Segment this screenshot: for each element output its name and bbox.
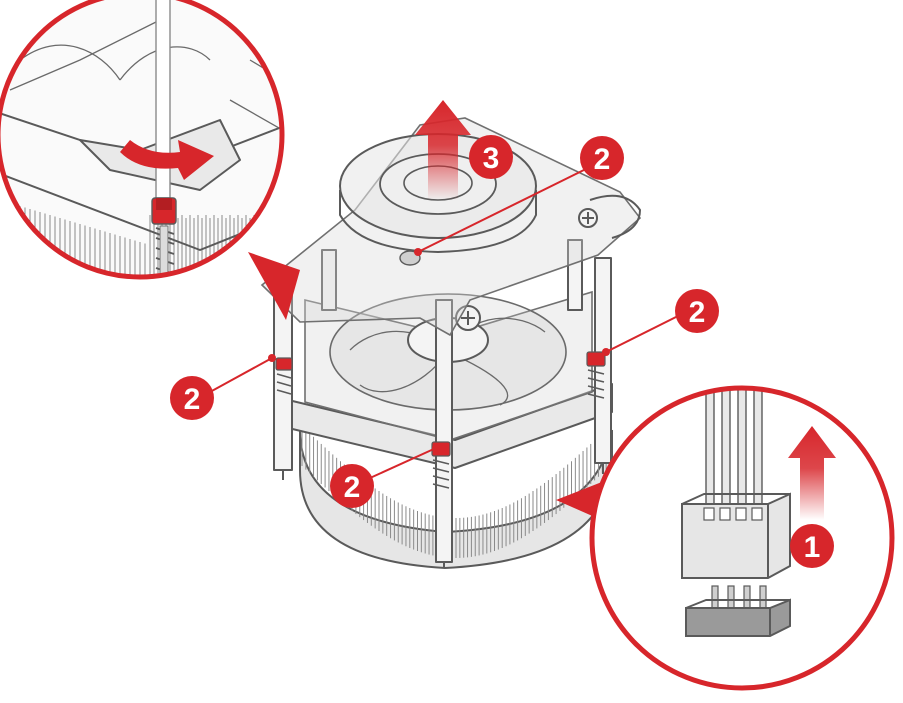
fan-cable-wires <box>705 388 763 509</box>
callout-step-2-right: 2 <box>675 289 719 333</box>
motherboard-header <box>685 598 791 637</box>
callout-number: 1 <box>804 531 821 564</box>
callout-number: 3 <box>483 142 500 175</box>
up-arrow-icon <box>788 426 836 520</box>
detail-frame-right <box>589 385 895 691</box>
spring-screw-left <box>275 357 293 395</box>
callout-number: 2 <box>344 471 361 504</box>
header-pins <box>711 585 767 609</box>
detail-pointer-left <box>248 252 300 320</box>
callout-step-2-front: 2 <box>330 464 374 508</box>
callout-step-3: 3 <box>469 135 513 179</box>
cable-connector <box>681 492 791 579</box>
callout-step-2-left: 2 <box>170 376 214 420</box>
detail-connector <box>556 385 895 691</box>
callout-number: 2 <box>594 143 611 176</box>
callout-number: 2 <box>689 296 706 329</box>
callout-number: 2 <box>184 383 201 416</box>
lift-arrow-icon <box>415 100 471 200</box>
curved-arrow-icon <box>120 140 214 180</box>
leader-lines <box>209 165 691 479</box>
spring-screw-right <box>586 351 606 399</box>
detail-screwdriver <box>0 0 300 320</box>
callout-step-2-top: 2 <box>580 136 624 180</box>
mounting-posts <box>273 239 612 568</box>
detail-frame-left <box>0 0 285 280</box>
callout-step-1: 1 <box>790 524 834 568</box>
